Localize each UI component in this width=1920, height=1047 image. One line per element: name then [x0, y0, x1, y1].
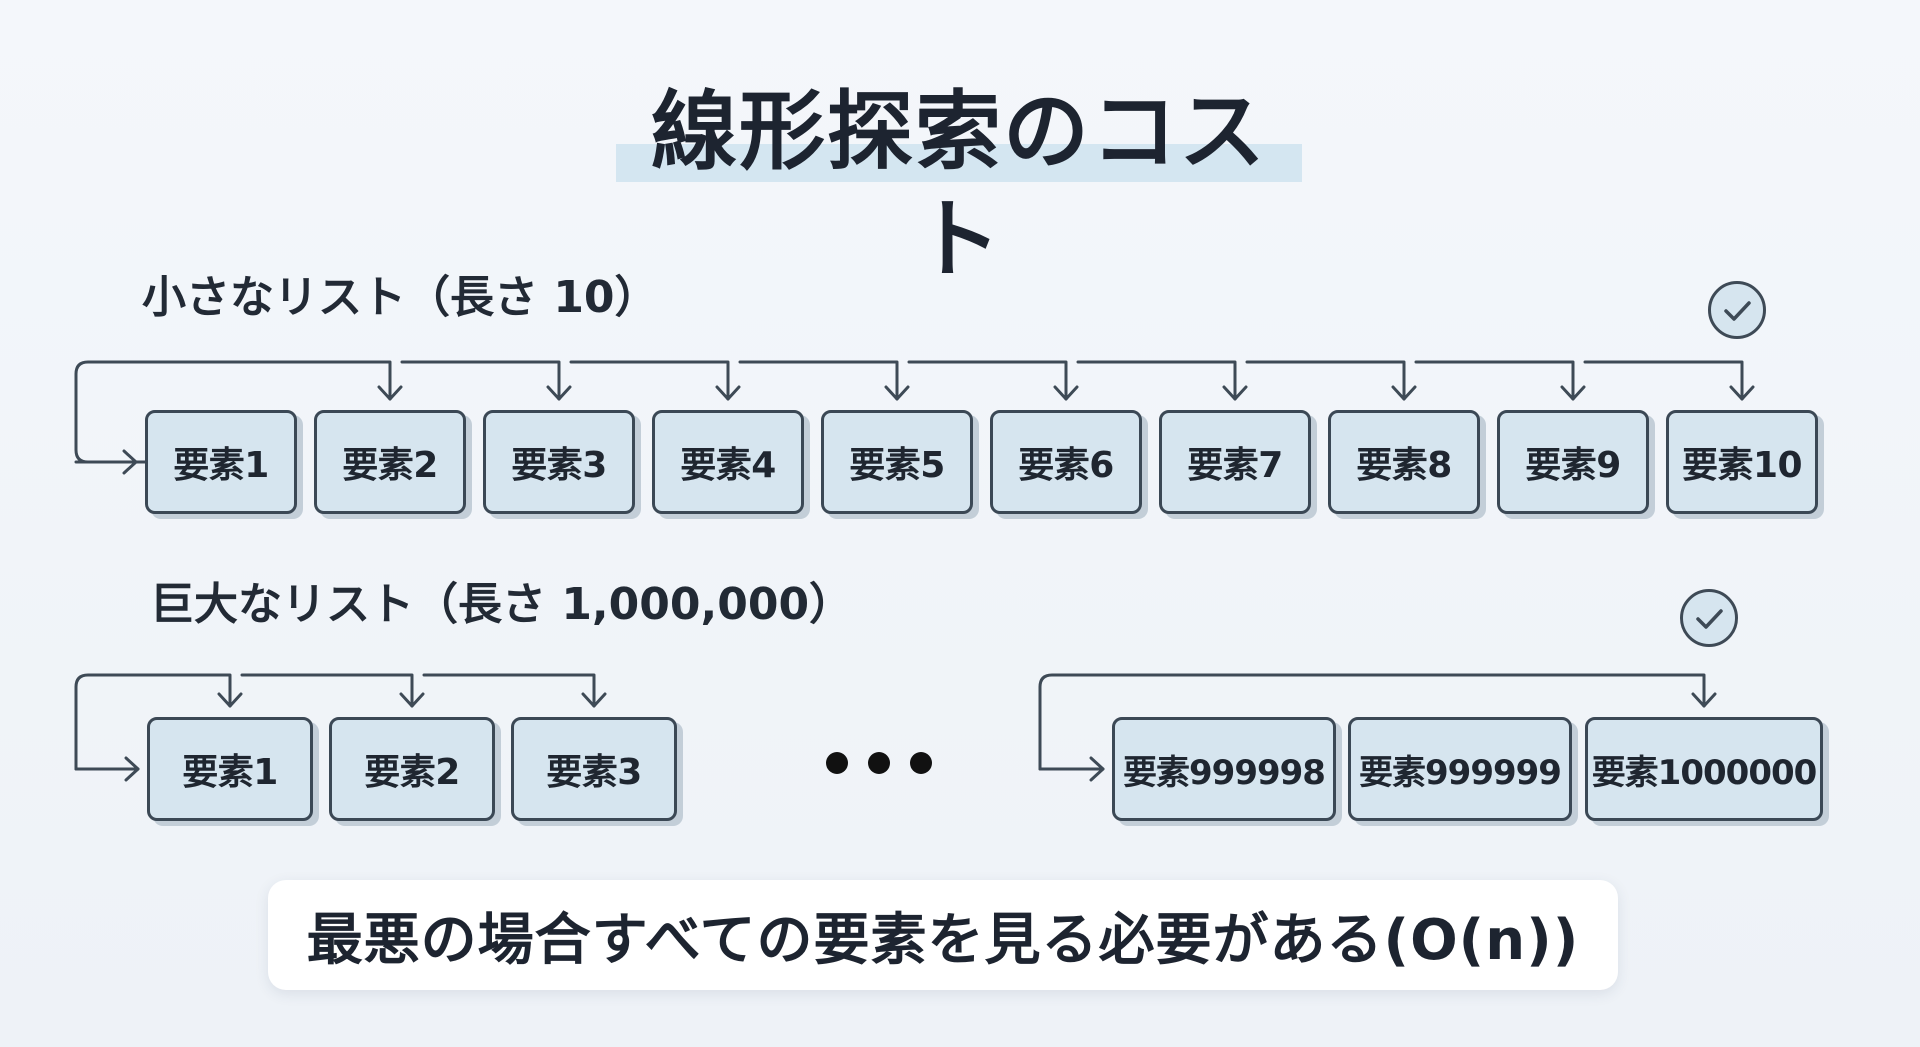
arrow-icon: [1245, 360, 1406, 401]
page-title: 線形探索のコスト: [651, 82, 1267, 290]
huge-list-head-element: 要素1: [147, 717, 313, 821]
arrow-icon: [1053, 385, 1079, 401]
small-list-element: 要素3: [483, 410, 635, 514]
check-circle-icon: [1680, 589, 1738, 647]
arrow-icon: [400, 360, 561, 401]
small-list-element-found: 要素10: [1666, 410, 1818, 514]
conclusion-note: 最悪の場合すべての要素を見る必要がある(O(n)): [268, 880, 1618, 990]
check-circle-icon: [1708, 281, 1766, 339]
huge-list-head-element: 要素3: [511, 717, 677, 821]
arrow-icon: [581, 692, 607, 708]
arrow-icon: [1089, 756, 1105, 782]
arrow-icon: [1560, 385, 1586, 401]
arrow-icon: [377, 385, 403, 401]
small-list-element: 要素8: [1328, 410, 1480, 514]
arrow-icon: [1414, 360, 1575, 401]
small-list-element: 要素5: [821, 410, 973, 514]
arrow-icon: [124, 756, 140, 782]
title-block: 線形探索のコスト: [616, 78, 1302, 290]
arrow-icon: [1691, 692, 1717, 708]
arrow-icon: [217, 692, 243, 708]
ellipsis-dot: [826, 752, 848, 774]
arrow-icon: [422, 673, 596, 708]
arrow-icon: [884, 385, 910, 401]
arrow-icon: [569, 360, 730, 401]
huge-list-label: 巨大なリスト（長さ 1,000,000）: [150, 579, 854, 630]
arrow-icon: [399, 692, 425, 708]
small-list-element: 要素7: [1159, 410, 1311, 514]
arrow-icon: [1391, 385, 1417, 401]
arrow-icon: [715, 385, 741, 401]
small-list-element: 要素9: [1497, 410, 1649, 514]
arrow-icon: [74, 449, 138, 475]
arrow-icon: [546, 385, 572, 401]
arrow-icon: [1729, 385, 1755, 401]
arrow-icon: [1076, 360, 1237, 401]
ellipsis-icon: [826, 752, 932, 774]
arrow-icon: [738, 360, 899, 401]
ellipsis-dot: [910, 752, 932, 774]
small-list-element: 要素6: [990, 410, 1142, 514]
huge-list-tail-element: 要素999999: [1348, 717, 1572, 821]
arrow-icon: [240, 673, 414, 708]
arrow-icon: [1583, 360, 1744, 401]
small-list-element: 要素4: [652, 410, 804, 514]
title-highlight: [616, 144, 1302, 182]
small-list-element: 要素1: [145, 410, 297, 514]
arrow-icon: [1222, 385, 1248, 401]
small-list-label: 小さなリスト（長さ 10）: [142, 272, 659, 323]
ellipsis-dot: [868, 752, 890, 774]
huge-list-element-found: 要素1000000: [1585, 717, 1823, 821]
huge-list-tail-element: 要素999998: [1112, 717, 1336, 821]
huge-list-head-element: 要素2: [329, 717, 495, 821]
arrow-icon: [907, 360, 1068, 401]
small-list-element: 要素2: [314, 410, 466, 514]
